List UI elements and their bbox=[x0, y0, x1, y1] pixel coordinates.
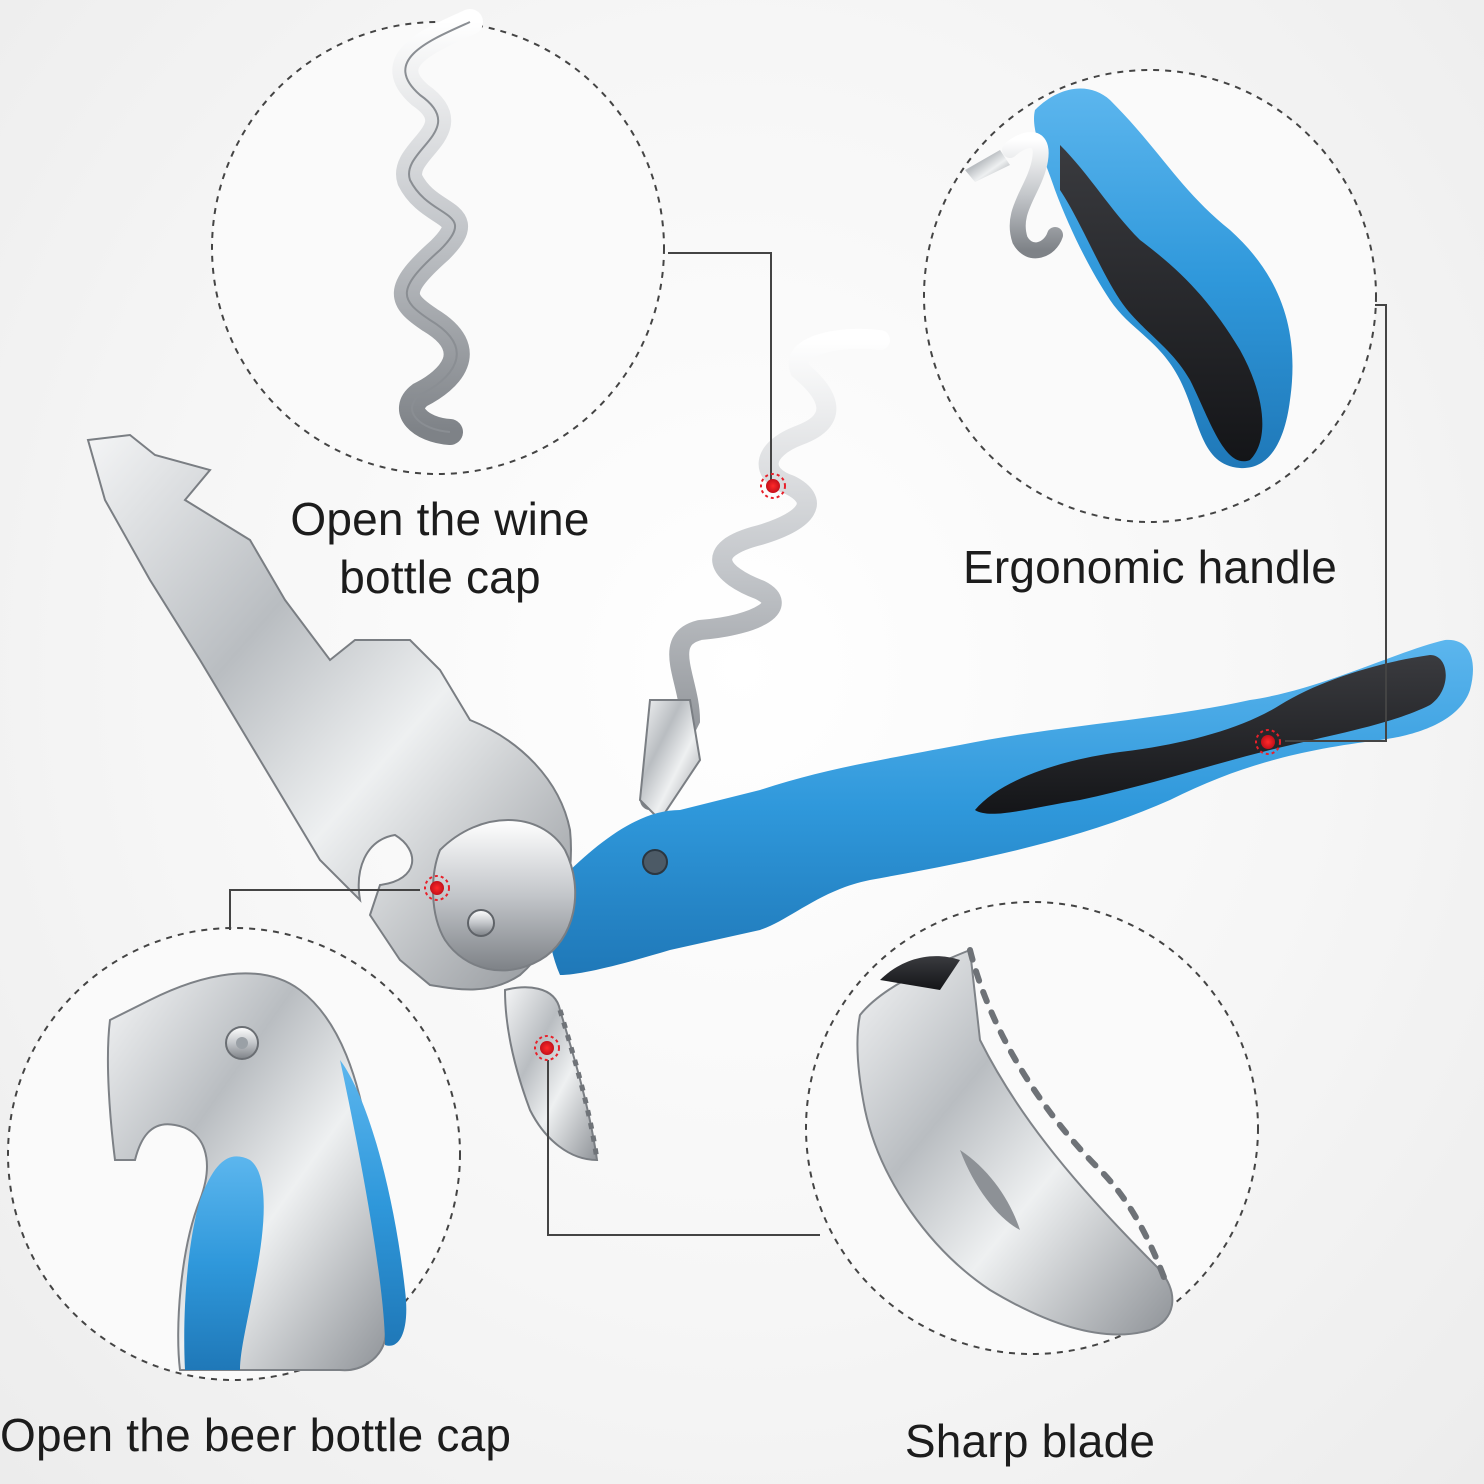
corkscrew-worm bbox=[640, 328, 890, 810]
detail-circle-handle bbox=[923, 69, 1377, 523]
rivet bbox=[642, 849, 668, 875]
rivet bbox=[467, 909, 495, 937]
black-grip-inlay bbox=[975, 655, 1446, 814]
marker-dot-blade bbox=[534, 1035, 560, 1061]
marker-dot-corkscrew bbox=[760, 473, 786, 499]
caption-ergonomic-handle: Ergonomic handle bbox=[963, 541, 1337, 593]
callout-markers bbox=[424, 473, 1281, 1061]
detail-circle-bottle-opener bbox=[7, 927, 461, 1381]
caption-beer-opener: Open the beer bottle cap bbox=[0, 1409, 512, 1461]
caption-wine-opener: Open the wine bottle cap bbox=[250, 490, 630, 606]
detail-circle-corkscrew bbox=[211, 9, 665, 475]
caption-wine-line-1: Open the wine bbox=[290, 493, 590, 545]
marker-dot-handle bbox=[1255, 729, 1281, 755]
caption-sharp-blade: Sharp blade bbox=[904, 1415, 1156, 1467]
wine-opener-tool bbox=[86, 328, 1473, 1162]
detail-circle-blade bbox=[805, 901, 1259, 1355]
caption-wine-line-2: bottle cap bbox=[339, 551, 541, 603]
serrated-blade bbox=[503, 986, 599, 1162]
leader-lines bbox=[229, 252, 1387, 1236]
marker-dot-opener bbox=[424, 875, 450, 901]
